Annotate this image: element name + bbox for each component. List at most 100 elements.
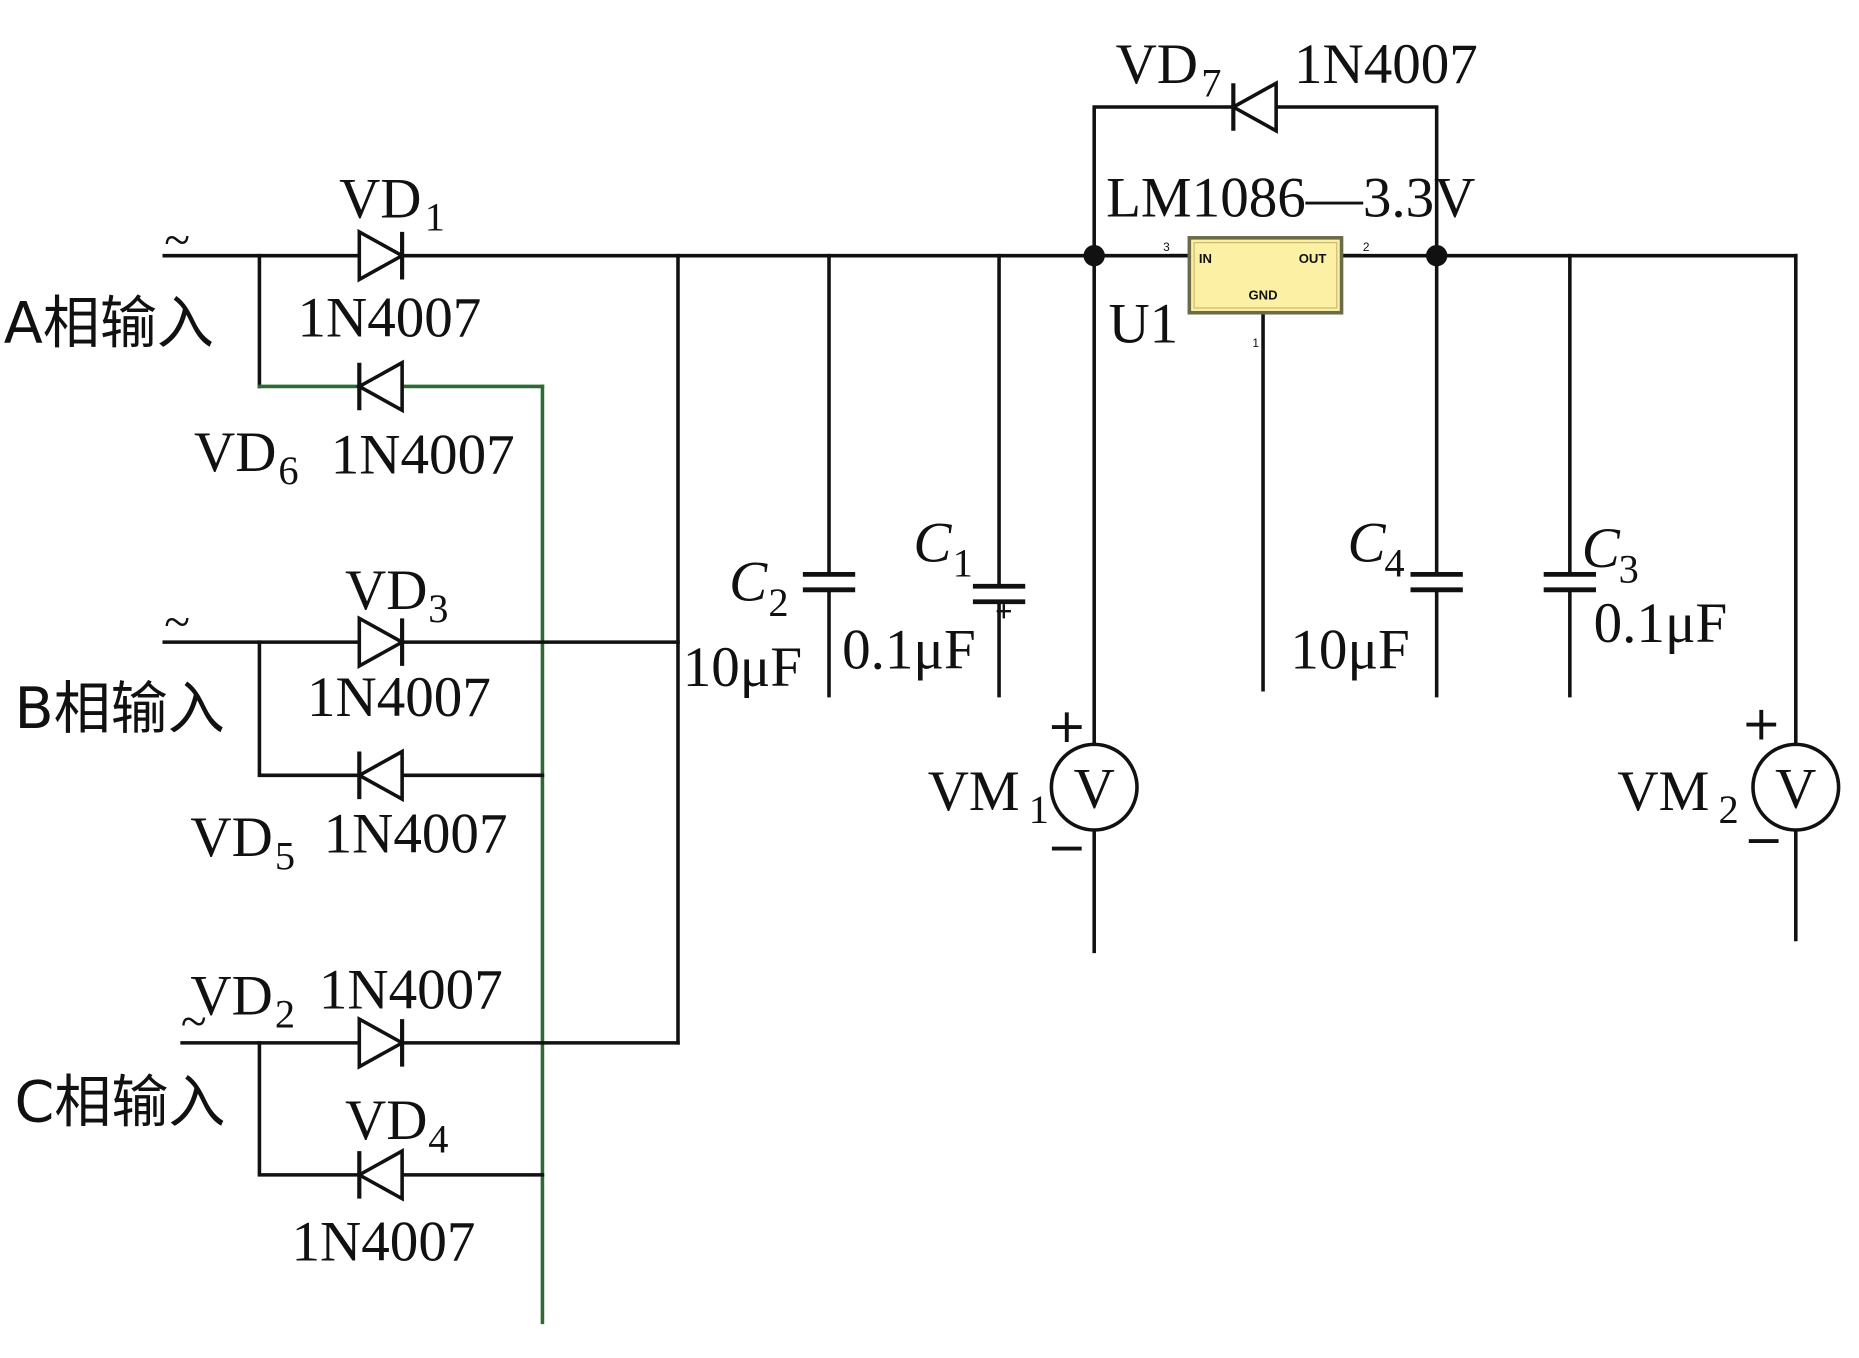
ground-icon (1246, 689, 1280, 707)
diode-part: 1N4007 (324, 803, 508, 866)
voltmeter-minus: − (1744, 813, 1784, 868)
phase-b-input-label: B相输入 (14, 676, 224, 742)
diode-icon (355, 359, 404, 414)
ac-source-symbol-c: ~ (181, 996, 207, 1048)
diode-name: VD (1116, 33, 1198, 96)
capacitor-value: 0.1μF (842, 618, 976, 681)
diode-part: 1N4007 (319, 958, 503, 1021)
voltmeter-subscript: 2 (1718, 787, 1738, 832)
diode-subscript: 2 (275, 991, 295, 1036)
capacitor-subscript: 2 (768, 580, 788, 625)
capacitor-subscript: 3 (1619, 547, 1639, 592)
diode-icon (355, 1148, 404, 1202)
diode-vd4 (355, 1148, 404, 1202)
capacitor-name: C (913, 511, 952, 574)
diode-name: VD (345, 559, 427, 622)
ground-icon (1553, 695, 1587, 713)
voltmeter-icon (1049, 742, 1139, 832)
capacitor-icon (972, 583, 1026, 605)
diode-subscript: 1 (425, 195, 445, 240)
capacitor-name: C (1347, 511, 1386, 574)
capacitor-c3 (1543, 571, 1597, 593)
regulator-pin-in-number: 3 (1163, 240, 1170, 254)
regulator-pin-out-number: 2 (1363, 240, 1370, 254)
diode-vd3 (357, 615, 406, 669)
wires (162, 105, 1798, 1325)
regulator-pin-gnd-label: GND (1249, 288, 1278, 303)
capacitor-value: 10μF (1290, 618, 1409, 681)
ground-icon (812, 695, 846, 713)
diode-part: 1N4007 (307, 666, 491, 729)
diode-icon (357, 615, 406, 669)
voltmeter-plus: + (1047, 699, 1087, 754)
voltmeter-minus: − (1047, 820, 1087, 875)
diode-vd2 (357, 1016, 406, 1070)
capacitor-c1 (972, 583, 1026, 619)
capacitor-c4 (1410, 571, 1463, 593)
diode-part: 1N4007 (297, 287, 481, 350)
label-vd2: VD 2 1N4007 (190, 958, 502, 1036)
phase-c-input-label: C相输入 (14, 1069, 225, 1135)
regulator-pin-in-label: IN (1199, 251, 1212, 266)
regulator-u1: IN OUT GND 3 2 1 LM1086—3.3V U1 (1106, 166, 1475, 355)
diode-icon (357, 228, 406, 283)
capacitor-name: C (729, 551, 768, 614)
capacitor-icon (802, 571, 856, 593)
ground-icon (1779, 939, 1813, 957)
diode-name: VD (345, 1089, 427, 1152)
voltmeter-symbol: V (1775, 757, 1816, 820)
diode-name: VD (194, 421, 276, 484)
capacitor-value: 0.1μF (1594, 592, 1728, 655)
diode-icon (357, 1016, 406, 1070)
label-vd4: VD 4 1N4007 (292, 1089, 476, 1273)
diode-part: 1N4007 (331, 423, 515, 486)
ground-icon (982, 695, 1016, 713)
voltmeter-symbol: V (1074, 757, 1115, 820)
diode-vd5 (355, 748, 404, 803)
label-c4: C 4 10μF (1290, 511, 1409, 681)
ac-source-symbol-b: ~ (164, 596, 190, 648)
label-vd5: VD 5 1N4007 (190, 803, 507, 879)
diode-name: VD (190, 806, 272, 869)
voltmeter-vm2: V + − VM 2 (1617, 697, 1841, 868)
capacitor-name: C (1582, 517, 1621, 580)
voltmeter-icon (1751, 742, 1841, 832)
diode-vd1 (357, 228, 406, 283)
diode-icon (355, 748, 404, 803)
label-c2: C 2 10μF (683, 551, 802, 700)
diode-subscript: 4 (428, 1116, 448, 1161)
regulator-ref: U1 (1108, 292, 1178, 355)
capacitor-icon (1543, 571, 1597, 593)
diode-subscript: 5 (275, 833, 295, 878)
diode-vd7 (1229, 80, 1278, 134)
voltmeter-subscript: 1 (1029, 787, 1049, 832)
regulator-pin-out-label: OUT (1299, 251, 1327, 266)
voltmeter-plus: + (1741, 697, 1781, 752)
voltmeter-name: VM (928, 760, 1020, 823)
label-vd1: VD 1 1N4007 (297, 168, 481, 350)
ground-icon (1077, 951, 1111, 968)
capacitor-icon (1410, 571, 1463, 593)
label-vd6: VD 6 1N4007 (194, 421, 515, 493)
wire-c-branch (257, 1041, 545, 1177)
diode-subscript: 7 (1201, 60, 1221, 105)
diode-vd6 (355, 359, 404, 414)
regulator-body-inner (1193, 241, 1338, 309)
label-vd7: VD 7 1N4007 (1116, 33, 1478, 105)
voltmeter-name: VM (1617, 760, 1709, 823)
label-vd3: VD 3 1N4007 (307, 559, 491, 729)
regulator-pin-gnd-number: 1 (1252, 336, 1259, 350)
phase-a-input-label: A相输入 (4, 290, 214, 356)
regulator-title: LM1086—3.3V (1106, 166, 1475, 229)
diode-icon (1229, 80, 1278, 134)
diode-name: VD (190, 964, 272, 1027)
junction-dot-icon (1083, 244, 1105, 267)
label-c1: C 1 0.1μF (842, 511, 976, 681)
capacitor-subscript: 1 (953, 541, 973, 586)
diode-subscript: 3 (428, 586, 448, 631)
diode-part: 1N4007 (292, 1210, 476, 1273)
capacitor-c2 (802, 571, 856, 593)
regulator-body (1187, 236, 1344, 315)
ground-icon (1420, 695, 1454, 713)
